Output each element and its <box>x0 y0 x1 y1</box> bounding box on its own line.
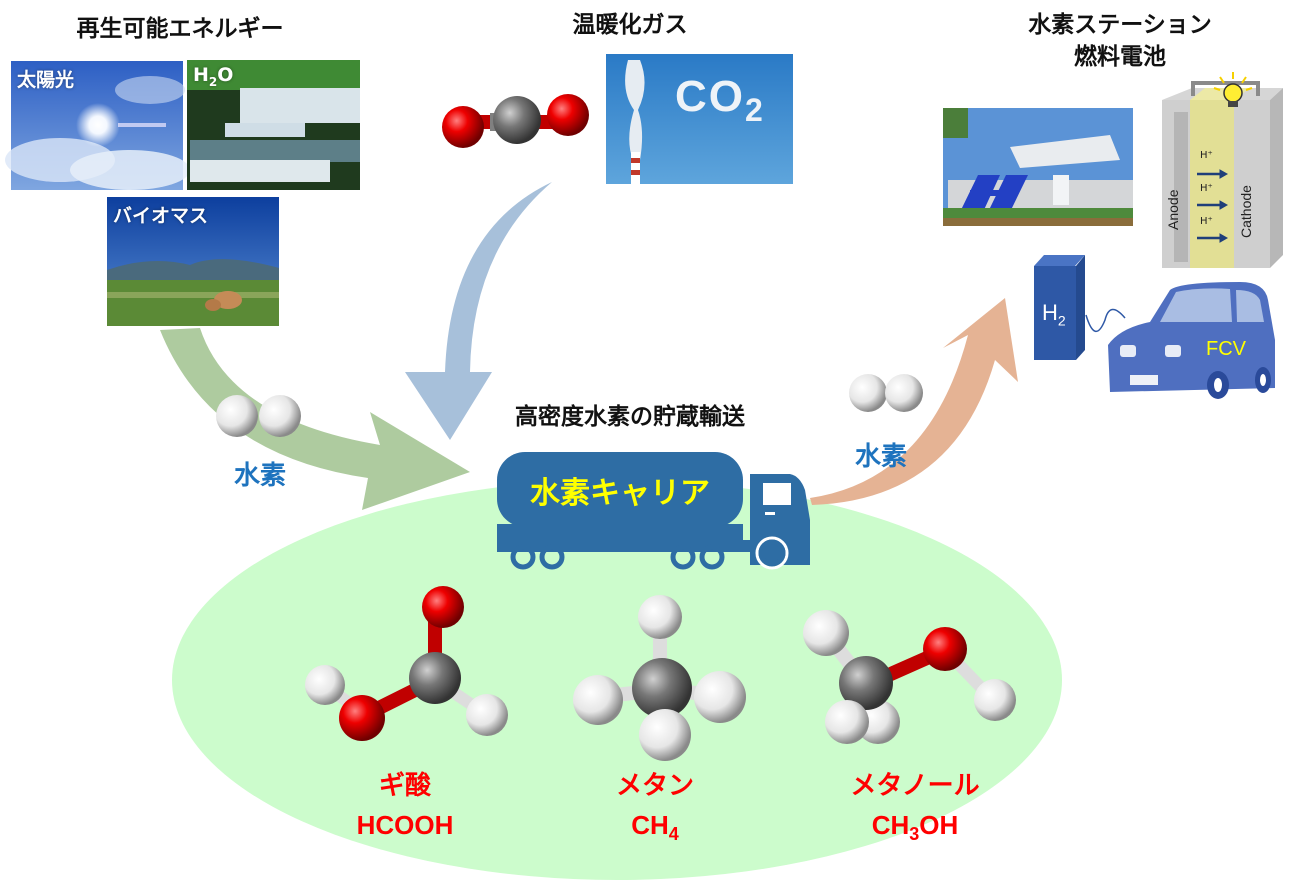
proton-arrows <box>1197 169 1229 243</box>
proton-label-1: H⁺ <box>1200 150 1213 161</box>
molecule-formula: CH4 <box>570 805 740 854</box>
hydrogen-label-left: 水素 <box>234 461 287 491</box>
solar-photo <box>5 61 190 190</box>
renewable-energy-title: 再生可能エネルギー <box>76 16 284 42</box>
hydrogen-label-right: 水素 <box>855 442 908 472</box>
fuel-cell-diagram <box>1162 72 1283 268</box>
formula-sub: 4 <box>668 824 679 845</box>
cathode-label: Cathode <box>1238 185 1254 238</box>
molecule-formula: HCOOH <box>320 805 490 845</box>
transport-title: 高密度水素の貯蔵輸送 <box>515 404 745 430</box>
hydrogen-carrier-label: 水素キャリア <box>530 476 710 511</box>
hydrogen-carrier-truck <box>497 452 810 570</box>
co2-cloud-text: CO2 <box>675 72 765 129</box>
station-title-line2: 燃料電池 <box>1074 44 1166 70</box>
arrow-renewable-to-carrier <box>160 328 470 510</box>
formula-main: HCOOH <box>356 810 454 840</box>
molecule-name: ギ酸 <box>378 770 431 800</box>
water-label: H2O <box>193 64 233 89</box>
molecule-name: メタン <box>615 770 694 800</box>
methane-molecule <box>573 595 746 761</box>
water-label-h: H <box>193 64 209 86</box>
solar-label: 太陽光 <box>17 69 75 91</box>
arrow-carrier-to-station <box>810 298 1018 505</box>
water-label-sub: 2 <box>208 74 218 89</box>
hydrogen-molecule-right <box>849 374 923 412</box>
solar-photo-label-box: 太陽光 <box>11 61 183 190</box>
fcv-car <box>1108 282 1275 399</box>
waterfall-photo <box>187 60 360 190</box>
biomass-photo <box>107 197 279 326</box>
fcv-label: FCV <box>1206 338 1246 360</box>
water-photo-label-box: H2O <box>187 60 360 190</box>
co2-photo <box>606 54 793 184</box>
truck-wheels <box>510 536 789 570</box>
anode-text: Anode <box>1165 189 1181 230</box>
molecule-formula: CH3OH <box>820 805 1010 854</box>
hydrogen-molecule-left <box>216 395 301 437</box>
greenhouse-gas-title: 温暖化ガス <box>572 12 688 38</box>
co2-molecule <box>442 94 589 148</box>
molecule-methanol: メタノール CH3OH <box>820 765 1010 854</box>
formic-acid-molecule <box>305 586 508 741</box>
hydrogen-dispenser <box>1034 255 1126 360</box>
hydrogen-station-photo <box>943 108 1133 226</box>
formula-tail: OH <box>919 810 959 840</box>
formula-sub: 3 <box>909 824 920 845</box>
lightbulb-icon <box>1213 72 1253 107</box>
molecule-formic-acid: ギ酸 HCOOH <box>320 765 490 845</box>
molecule-methane: メタン CH4 <box>570 765 740 854</box>
co2-cloud-main: CO <box>675 72 745 121</box>
station-title-line1: 水素ステーション <box>1028 12 1212 38</box>
co2-cloud-sub: 2 <box>745 91 765 128</box>
molecule-name: メタノール <box>850 770 980 800</box>
formula-main: CH <box>631 810 669 840</box>
biomass-photo-label-box: バイオマス <box>107 197 279 326</box>
arrow-co2-to-carrier <box>405 182 552 440</box>
dispenser-label: H2 <box>1042 300 1066 328</box>
proton-label-3: H⁺ <box>1200 216 1213 227</box>
proton-label-2: H⁺ <box>1200 183 1213 194</box>
water-label-o: O <box>217 64 234 86</box>
dispenser-h: H <box>1042 300 1058 325</box>
carrier-ellipse <box>172 480 1062 880</box>
cathode-text: Cathode <box>1238 185 1254 238</box>
dispenser-sub: 2 <box>1057 312 1066 329</box>
formula-main: CH <box>871 810 910 840</box>
methanol-molecule <box>803 610 1016 744</box>
biomass-label: バイオマス <box>113 205 209 227</box>
